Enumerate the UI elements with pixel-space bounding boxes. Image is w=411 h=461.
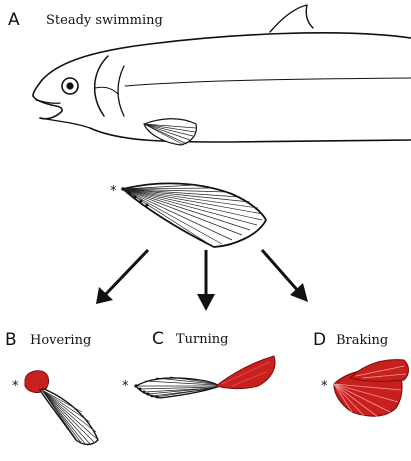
panel-a: A Steady swimming: [8, 5, 411, 145]
panel-b: B Hovering *: [5, 330, 98, 445]
panel-c-letter: C: [152, 329, 164, 349]
braking-fin: [334, 360, 409, 417]
panel-c-label: Turning: [176, 332, 228, 347]
panel-c-marker: *: [122, 379, 129, 394]
panel-d-letter: D: [313, 330, 326, 350]
arrow-down-icon: [197, 250, 215, 311]
panel-b-label: Hovering: [30, 333, 91, 348]
turning-fin: [134, 356, 275, 398]
panel-a-letter: A: [8, 10, 20, 30]
arrow-left-icon: [96, 250, 148, 304]
arrow-right-icon: [262, 250, 308, 302]
panel-d-marker: *: [321, 379, 328, 394]
panel-d-label: Braking: [336, 333, 388, 348]
hovering-fin: [25, 371, 98, 445]
fin-base-marker: *: [110, 184, 117, 199]
enlarged-fin: *: [110, 183, 266, 247]
panel-b-letter: B: [5, 330, 17, 350]
panel-a-label: Steady swimming: [46, 13, 163, 28]
panel-d: D Braking *: [313, 330, 409, 417]
panel-b-marker: *: [12, 379, 19, 394]
panel-c: C Turning *: [122, 329, 275, 398]
arrows: [96, 250, 308, 311]
